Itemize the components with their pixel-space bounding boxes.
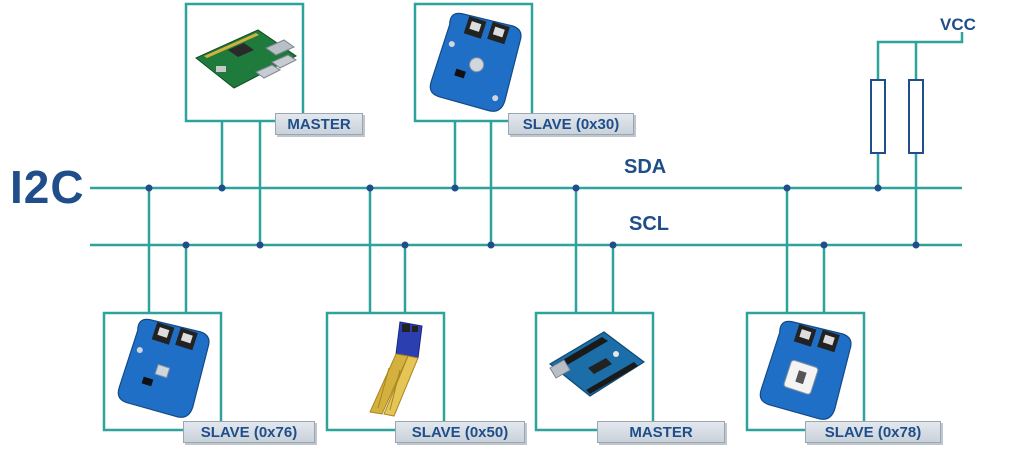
device-label-top-slave-0x30: SLAVE (0x30) [508,113,634,135]
junction-dot [783,184,791,192]
junction-dot [366,184,374,192]
device-label-bottom-master: MASTER [597,421,725,443]
device-box-bottom-master [534,311,655,432]
vcc-label: VCC [940,15,976,34]
junction-dot [451,184,459,192]
device-label-top-master: MASTER [275,113,363,135]
device-box-top-master [184,2,305,123]
device-box-bottom-slave-0x50 [325,311,446,432]
junction-dot [256,241,264,249]
junction-dot [182,241,190,249]
junction-dot [401,241,409,249]
junction-dot [145,184,153,192]
junction-dot [912,241,920,249]
junction-dot [874,184,882,192]
device-box-top-slave-0x30 [413,2,534,123]
device-label-bottom-slave-0x78: SLAVE (0x78) [805,421,941,443]
sensor-module-icon [429,12,522,112]
arduino-uno-icon [548,331,646,397]
sda-label: SDA [624,156,667,178]
junction-dot [218,184,226,192]
device-label-bottom-slave-0x76: SLAVE (0x76) [183,421,315,443]
vcc-wire [876,32,964,80]
raspberry-pi-board-icon [195,29,298,89]
junction-dot [487,241,495,249]
junction-dot [820,241,828,249]
soil-moisture-sensor-icon [369,321,423,417]
pullup-resistor-scl [908,79,924,154]
sensor-module-icon [117,318,210,418]
pullup-resistor-sda [870,79,886,154]
sensor-module-icon [759,320,852,420]
bus-title: I2C [10,161,85,213]
junction-dot [609,241,617,249]
device-box-bottom-slave-0x76 [102,311,223,432]
device-label-bottom-slave-0x50: SLAVE (0x50) [395,421,525,443]
scl-label: SCL [629,213,669,235]
junction-dot [572,184,580,192]
